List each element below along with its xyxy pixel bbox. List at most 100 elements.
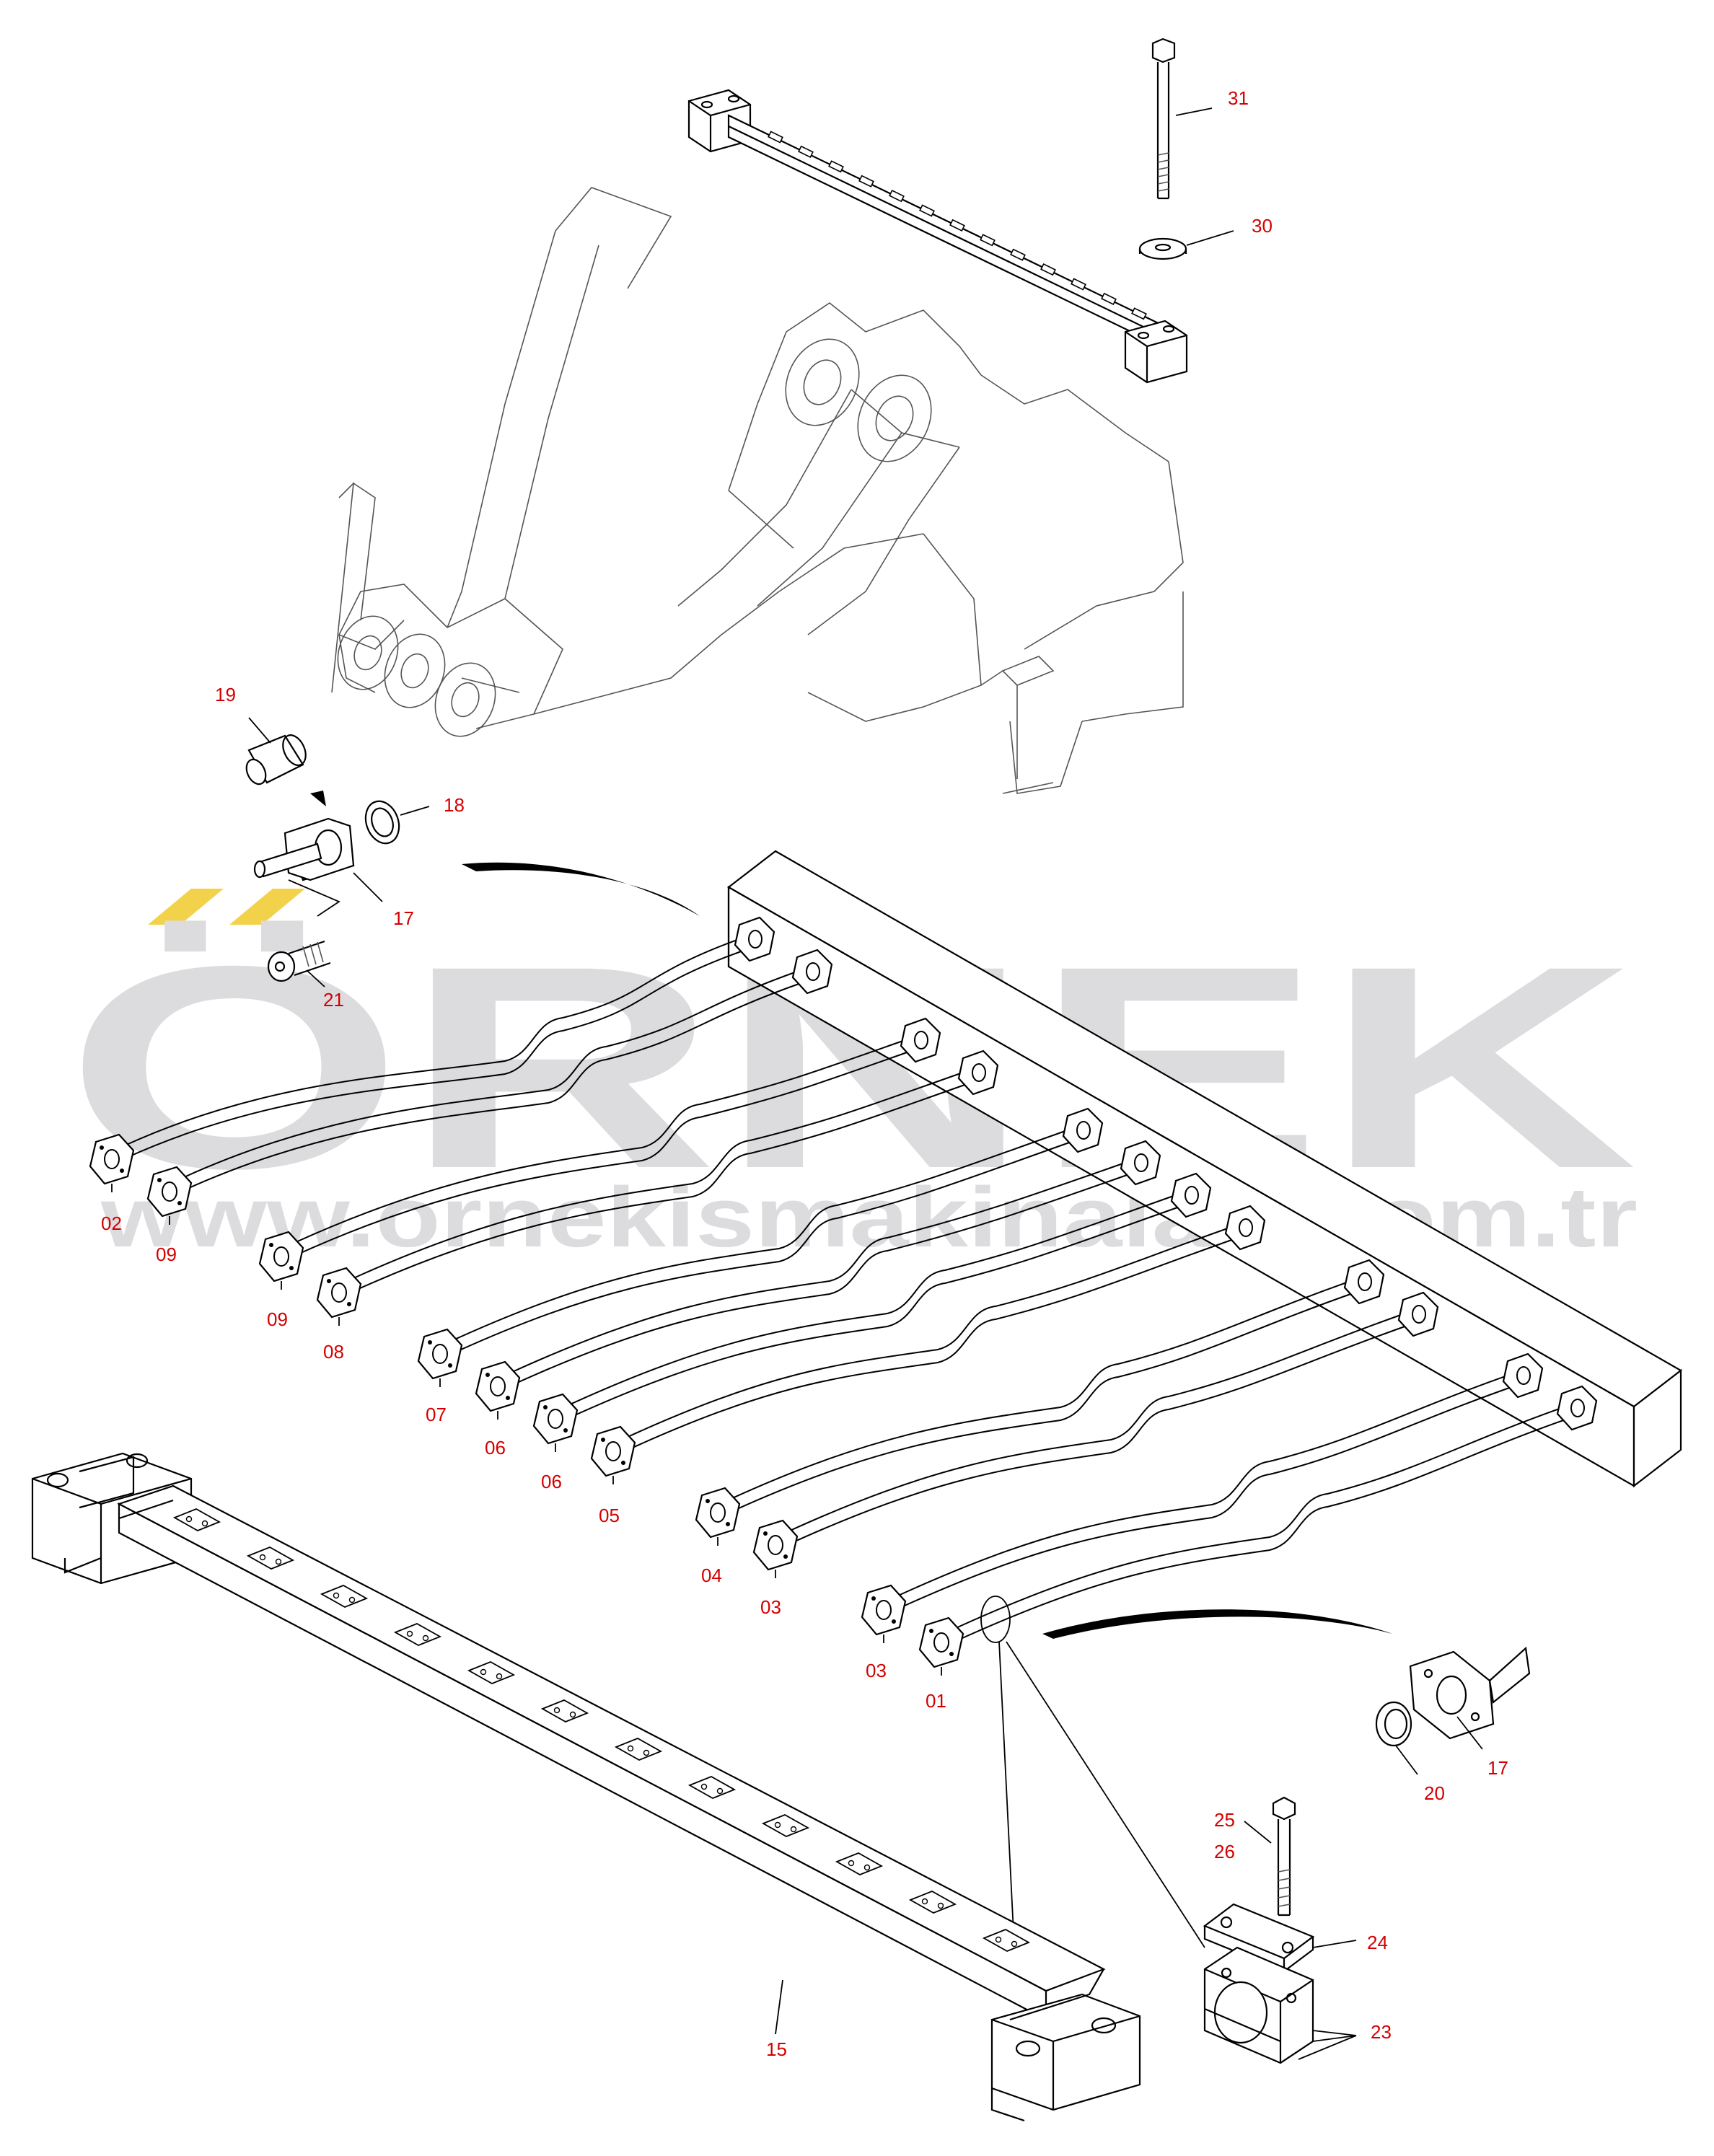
- boom-assembly: [331, 187, 1184, 794]
- pipe-edge: [568, 1205, 1182, 1419]
- flange-17a: [253, 817, 355, 881]
- pipe-edge: [182, 969, 804, 1179]
- pipe-flange-left: [590, 1425, 636, 1484]
- label-24: 24: [1367, 1932, 1388, 1953]
- curved-arrow-upper: [462, 862, 700, 916]
- top-bar-hole: [858, 175, 874, 188]
- label-02: 02: [101, 1213, 122, 1234]
- pipe-flange-right: [1343, 1259, 1385, 1305]
- pipe-flange-right: [1170, 1172, 1212, 1218]
- pipe-flange-right: [791, 949, 833, 995]
- fitting-19: [245, 734, 307, 786]
- pipe-edge: [351, 1083, 970, 1293]
- bottom-bar-plate: [172, 1508, 221, 1531]
- label-30: 30: [1252, 215, 1273, 237]
- pipe-09b: [258, 1017, 941, 1290]
- pipe-edge: [294, 1050, 912, 1257]
- bottom-bar-plate: [908, 1891, 957, 1914]
- label-21: 21: [323, 989, 344, 1011]
- bottom-bar-holes: [172, 1508, 1031, 1952]
- pipe-01: [918, 1385, 1598, 1676]
- pipe-flange-right: [1120, 1140, 1161, 1186]
- pipe-flange-left: [316, 1267, 362, 1326]
- top-bar-hole: [949, 219, 965, 232]
- pipe-edge: [351, 1070, 970, 1280]
- pipe-edge: [954, 1405, 1568, 1629]
- bottom-clamp-bar: [31, 1452, 1141, 2122]
- pipe-06b: [532, 1172, 1212, 1452]
- pipe-flange-left: [417, 1328, 463, 1387]
- top-bar-hole: [1010, 248, 1026, 261]
- top-bar-hole: [1071, 278, 1086, 291]
- label-09a: 09: [156, 1244, 177, 1265]
- pipe-edge: [452, 1127, 1074, 1341]
- pipe-03b: [861, 1352, 1544, 1643]
- label-26: 26: [1214, 1841, 1235, 1862]
- pipe-edge: [124, 949, 746, 1159]
- label-19: 19: [215, 684, 236, 705]
- label-08: 08: [323, 1341, 344, 1363]
- pipe-09a: [146, 949, 833, 1225]
- pipe-flange-left: [695, 1487, 741, 1546]
- pipe-flange-left: [752, 1519, 799, 1578]
- bottom-bar-plate: [393, 1623, 442, 1646]
- top-bar-hole: [768, 131, 783, 144]
- label-09b: 09: [267, 1308, 288, 1330]
- top-clamp-bar: [687, 89, 1188, 384]
- curved-arrow-lower: [1042, 1609, 1392, 1639]
- pipe-flange-right: [1397, 1291, 1439, 1337]
- label-06a: 06: [485, 1437, 506, 1458]
- bottom-bar-plate: [687, 1776, 737, 1799]
- bolt-31: [1151, 38, 1176, 200]
- top-bar-hole: [828, 160, 844, 173]
- pipe-edge: [294, 1037, 912, 1244]
- top-bar-hole: [798, 145, 814, 159]
- top-bar-hole: [889, 189, 905, 203]
- pipe-edge: [730, 1279, 1355, 1500]
- pipe-edge: [730, 1292, 1355, 1513]
- pipe-edge: [510, 1173, 1132, 1386]
- label-15: 15: [766, 2038, 787, 2060]
- label-31: 31: [1228, 87, 1249, 109]
- hydraulic-pipes: [89, 916, 1598, 1676]
- label-04: 04: [701, 1565, 722, 1586]
- pipe-flange-left: [532, 1393, 579, 1452]
- pipe-edge: [625, 1225, 1236, 1438]
- part-labels: 31 30 19 18 17 21 02 09 09 08 07 06 06 0…: [101, 87, 1508, 2060]
- watermark-accent-left: [148, 889, 224, 925]
- pipe-clamp-23: [1203, 1946, 1314, 2064]
- bottom-bar-plate: [761, 1814, 810, 1837]
- label-20: 20: [1424, 1782, 1445, 1804]
- washer-30: [1138, 237, 1187, 260]
- oring-18: [364, 800, 400, 845]
- top-bar-hole: [919, 204, 935, 217]
- pipe-flange-left: [475, 1360, 521, 1420]
- pipe-04: [695, 1259, 1385, 1546]
- bottom-bar-plate: [246, 1546, 295, 1570]
- pipe-edge: [954, 1418, 1568, 1642]
- pipe-flange-left: [861, 1584, 907, 1643]
- pipe-edge: [896, 1386, 1514, 1610]
- pipe-06a: [475, 1140, 1161, 1420]
- pipe-flange-right: [957, 1050, 999, 1096]
- label-17a: 17: [393, 907, 414, 929]
- pipe-02: [89, 916, 775, 1192]
- top-bar-hole: [1101, 292, 1117, 306]
- label-25: 25: [1214, 1809, 1235, 1831]
- top-bar-hole: [1131, 307, 1147, 320]
- arrow-19: [310, 791, 326, 806]
- pipe-flange-left: [89, 1133, 135, 1192]
- pipe-flange-left: [146, 1166, 193, 1225]
- pipe-flange-right: [1502, 1352, 1544, 1399]
- bolt-25-26: [1272, 1796, 1296, 1917]
- top-bar-holes: [768, 131, 1147, 320]
- bottom-bar-plate: [614, 1738, 663, 1761]
- pipe-edge: [182, 982, 804, 1192]
- pipe-flange-right: [1556, 1385, 1598, 1431]
- bolt-21: [267, 940, 331, 982]
- label-18: 18: [444, 794, 465, 816]
- label-03a: 03: [760, 1596, 781, 1618]
- pipe-flange-left: [918, 1616, 964, 1676]
